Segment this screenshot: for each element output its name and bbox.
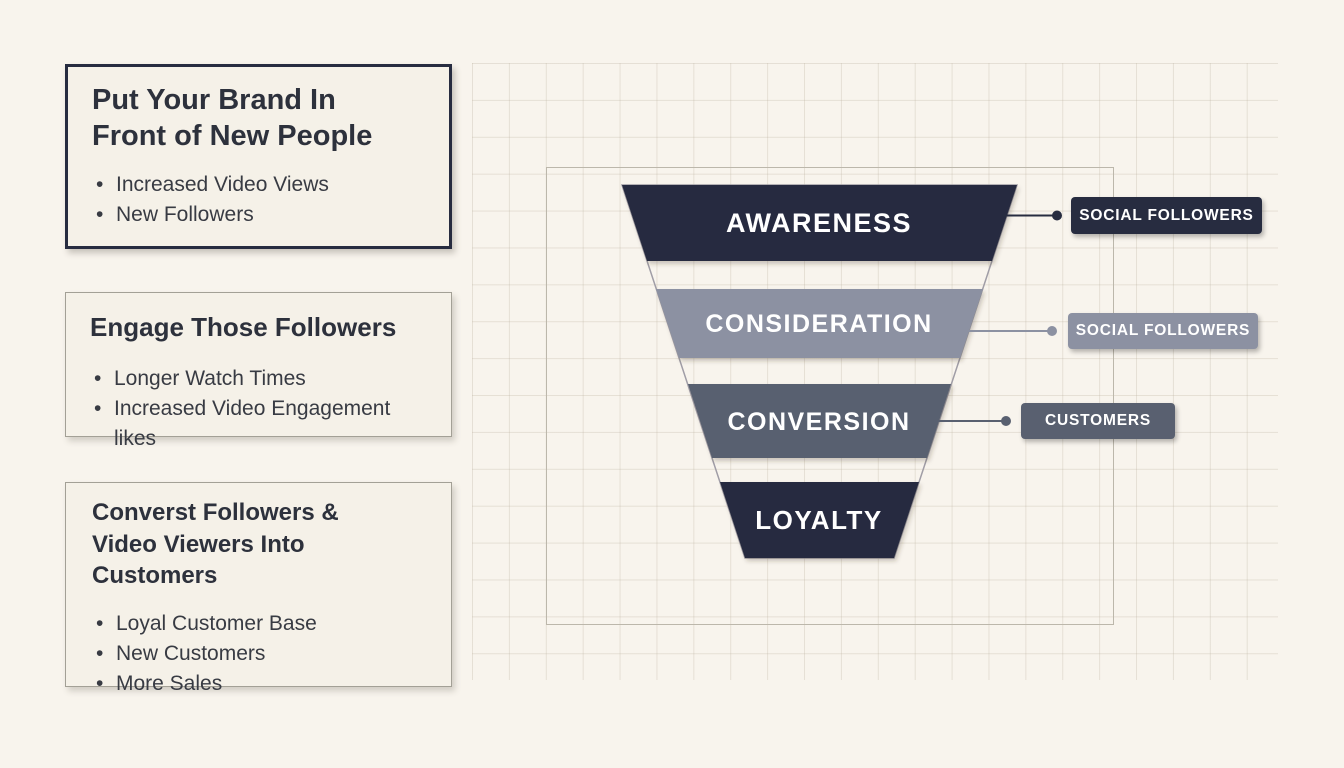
callout-badge-customers: CUSTOMERS xyxy=(1021,403,1175,439)
funnel-stage-conversion xyxy=(688,384,951,458)
stage-label-consideration: CONSIDERATION xyxy=(705,310,932,338)
bullet-list: Loyal Customer Base New Customers More S… xyxy=(92,609,425,700)
bullet-item: Longer Watch Times xyxy=(90,364,427,394)
bullet-item: Increased Video Views xyxy=(92,170,425,200)
bullet-item: New Followers xyxy=(92,200,425,230)
callout-label: SOCIAL FOLLOWERS xyxy=(1075,322,1251,339)
bullet-item: Loyal Customer Base xyxy=(92,609,425,639)
stage-label-awareness: AWARENESS xyxy=(726,208,912,238)
bullet-item: New Customers xyxy=(92,639,425,669)
card-title: Put Your Brand In Front of New People xyxy=(92,84,373,152)
funnel-stage-awareness xyxy=(622,185,1017,261)
funnel-stage-loyalty xyxy=(720,482,919,558)
stage-label-conversion: CONVERSION xyxy=(727,408,910,436)
bullet-item: Increased Video Engagement likes xyxy=(90,394,427,454)
card-title: Engage Those Followers xyxy=(90,312,397,342)
card-conversion: Converst Followers & Video Viewers Into … xyxy=(65,482,452,700)
callout-badge-social-followers-gray: SOCIAL FOLLOWERS xyxy=(1068,313,1258,349)
callout-badge-social-followers-dark: SOCIAL FOLLOWERS xyxy=(1071,197,1262,234)
connector-dot-conversion xyxy=(1001,416,1011,426)
card-engagement: Engage Those Followers Longer Watch Time… xyxy=(65,292,452,450)
callout-label: SOCIAL FOLLOWERS xyxy=(1079,206,1254,224)
stage-label-loyalty: LOYALTY xyxy=(755,505,883,535)
funnel-panel: AWARENESS CONSIDERATION CONVERSION LOYAL… xyxy=(472,63,1278,680)
card-title: Converst Followers & Video Viewers Into … xyxy=(92,499,339,590)
card-brand-awareness: Put Your Brand In Front of New People In… xyxy=(65,64,452,249)
callout-label: CUSTOMERS xyxy=(1045,412,1151,429)
connector-dot-awareness xyxy=(1052,210,1062,221)
bullet-list: Longer Watch Times Increased Video Engag… xyxy=(90,364,427,455)
bullet-list: Increased Video Views New Followers xyxy=(92,170,425,231)
funnel-diagram: AWARENESS CONSIDERATION CONVERSION LOYAL… xyxy=(620,184,1062,559)
funnel-stage-consideration xyxy=(656,289,983,358)
bullet-item: More Sales xyxy=(92,669,425,699)
connector-dot-consideration xyxy=(1047,326,1057,336)
